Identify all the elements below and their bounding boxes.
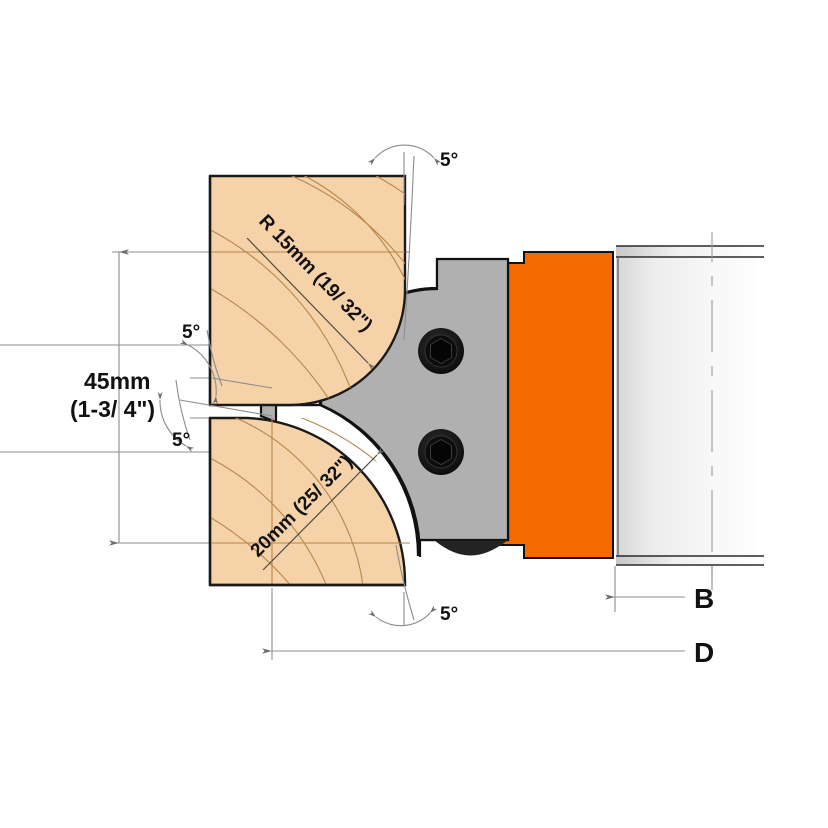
upper-workpiece [208,174,407,407]
screw-upper [418,328,464,374]
lower-workpiece [208,416,408,587]
height-inch-label: (1-3/ 4") [70,396,155,422]
angle-bottom-label: 5° [440,604,458,625]
angle-top-label: 5° [440,150,458,171]
angle-mid-lower-label: 5° [172,430,190,451]
angle-mid-upper: 5° [179,322,273,405]
height-mm-label: 45mm [84,368,150,394]
cutter-body [491,251,614,559]
width-dimension-b: B [605,566,714,614]
diameter-label-d: D [694,637,714,668]
arbor-shaft [616,245,764,566]
screw-lower [418,429,464,475]
width-label-b: B [694,583,714,614]
angle-top: 5° [367,144,458,341]
height-dimension: 45mm (1-3/ 4") [70,249,155,546]
angle-mid-lower: 5° [157,379,273,453]
angle-mid-upper-label: 5° [182,322,200,343]
angle-bottom: 5° [368,544,458,627]
upper-workpiece-grain [210,176,405,405]
diameter-dimension-d: D [262,637,714,668]
